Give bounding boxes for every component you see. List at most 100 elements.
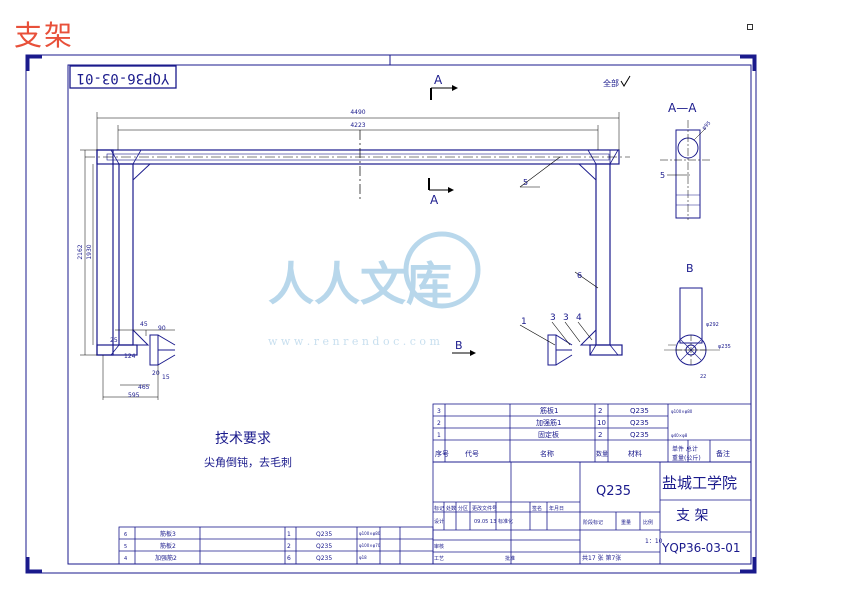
leader-lines xyxy=(519,156,599,346)
section-a-a-view xyxy=(660,120,712,220)
tb-std: 标准化 xyxy=(498,518,513,525)
dim-height-outer: 2162 xyxy=(77,244,84,259)
tb-sheets: 共17 张 第7张 xyxy=(582,554,621,562)
dimension-lines xyxy=(80,112,620,400)
tb-review: 审核 xyxy=(434,543,444,550)
tb-label-date: 年月日 xyxy=(549,505,564,512)
tb-approve: 批准 xyxy=(505,555,515,562)
bom-header-no: 序号 xyxy=(435,449,449,458)
title-school: 盐城工学院 xyxy=(662,474,737,492)
bom-header-remark: 备注 xyxy=(716,449,730,458)
tb-date-stamp: 09.05 13 xyxy=(474,519,496,525)
corner-marker xyxy=(747,24,753,30)
bom-upper-mat-1: Q235 xyxy=(630,407,649,415)
tb-process: 工艺 xyxy=(434,556,444,562)
title-part-name: 支 架 xyxy=(676,508,708,524)
bom-upper-name-3: 固定板 xyxy=(538,430,559,439)
tb-label-sign: 签名 xyxy=(532,505,542,512)
bom-upper-note-2: φ40×φ8 xyxy=(671,433,688,438)
dim-20: 20 xyxy=(152,370,160,377)
bom-lower-mat-3: Q235 xyxy=(316,555,332,562)
bom-upper-name-2: 加强筋1 xyxy=(536,418,561,427)
bom-upper-qty-2: 10 xyxy=(597,419,606,427)
balloon-5: 6 xyxy=(577,271,582,280)
watermark: 人人文库 w w w . r e n r e n d o c . c o m xyxy=(268,231,481,348)
drawing-code-rotated: YQP36-03-01 xyxy=(77,70,170,86)
bom-lower-no-1: 6 xyxy=(124,532,127,538)
bom-upper-table xyxy=(432,403,752,463)
bom-lower-note-2: φ100×φ70 xyxy=(359,543,381,548)
tb-stage-mark: 阶段标记 xyxy=(583,519,603,526)
tb-label-change: 更改文件号 xyxy=(472,505,497,512)
bom-lower-qty-2: 2 xyxy=(287,543,291,550)
bom-upper-no-1: 3 xyxy=(437,408,441,415)
section-marker-a-top: A xyxy=(434,73,443,87)
balloon-4: 4 xyxy=(576,313,582,323)
outer-frame xyxy=(25,54,757,574)
drawing-code-box xyxy=(69,65,177,89)
tb-label-count: 处数 xyxy=(446,505,456,512)
bom-lower-mat-2: Q235 xyxy=(316,543,332,550)
bom-header-code: 代号 xyxy=(465,449,479,458)
bom-header-qty: 数量 xyxy=(596,450,608,458)
balloon-3a: 3 xyxy=(550,313,556,323)
bom-upper-no-3: 1 xyxy=(437,432,441,439)
bom-header-name: 名称 xyxy=(540,449,554,458)
dim-15: 15 xyxy=(162,374,170,381)
bom-upper-qty-3: 2 xyxy=(598,431,602,439)
tb-scale: 1：10 xyxy=(645,538,663,545)
dim-phi95: φ95 xyxy=(701,120,712,131)
tb-weight: 重量 xyxy=(621,519,631,526)
main-frame-view xyxy=(85,130,630,366)
bom-upper-note-1: φ100×φ80 xyxy=(671,409,693,414)
bom-lower-note-1: φ100×φ80 xyxy=(359,531,381,536)
dim-25: 25 xyxy=(110,337,118,344)
bom-header-weight: 单件 总计 xyxy=(672,445,698,453)
bom-lower-qty-3: 6 xyxy=(287,555,291,562)
watermark-url: w w w . r e n r e n d o c . c o m xyxy=(268,335,440,348)
tb-design: 设计 xyxy=(434,518,444,525)
dim-124: 124 xyxy=(124,353,136,360)
section-marker-a-bottom: A xyxy=(430,193,439,207)
tb-label-zone: 分区 xyxy=(458,505,468,512)
bom-upper-no-2: 2 xyxy=(437,420,441,427)
bom-lower-qty-1: 1 xyxy=(287,531,291,538)
page-title: 支架 xyxy=(14,19,75,52)
tech-req-title: 技术要求 xyxy=(215,431,271,447)
title-drawing-no: YQP36-03-01 xyxy=(661,541,740,555)
bom-lower-table xyxy=(118,526,434,565)
bom-header-material: 材料 xyxy=(628,449,642,458)
bom-header-weight-sub: 重量(公斤) xyxy=(672,454,701,462)
watermark-text: 人人文库 xyxy=(268,257,452,311)
bom-lower-name-2: 筋板2 xyxy=(160,542,176,550)
title-material: Q235 xyxy=(596,484,631,499)
b-marker-letter: B xyxy=(455,339,463,352)
section-view-title: A—A xyxy=(668,101,697,115)
balloon-3b: 3 xyxy=(563,313,569,323)
dim-595: 595 xyxy=(128,392,140,399)
dim-overall-length: 4490 xyxy=(350,109,365,116)
detail-b-view xyxy=(664,287,720,366)
frame-corner-marks xyxy=(26,55,756,573)
detail-view-title: B xyxy=(686,262,694,275)
dim-45: 45 xyxy=(140,321,148,328)
bom-lower-no-2: 5 xyxy=(124,544,127,550)
bom-lower-note-3: φ18 xyxy=(359,555,367,560)
tb-label-mark: 标记 xyxy=(434,505,444,512)
surface-mark: 全部 xyxy=(603,78,619,88)
tb-scale-label: 比例 xyxy=(643,519,653,526)
balloon-6: 5 xyxy=(523,178,528,187)
dim-inner-length: 4223 xyxy=(350,122,365,129)
dim-height-inner: 1930 xyxy=(86,244,93,259)
bom-lower-name-3: 加强筋2 xyxy=(155,554,177,562)
bom-upper-qty-1: 2 xyxy=(598,407,602,415)
bom-lower-mat-1: Q235 xyxy=(316,531,332,538)
dim-22: 22 xyxy=(700,374,706,380)
title-block xyxy=(432,461,752,565)
balloon-1: 1 xyxy=(521,317,527,327)
dim-phi235: φ235 xyxy=(718,344,731,350)
tech-req-text: 尖角倒钝，去毛刺 xyxy=(204,455,292,469)
dim-90: 90 xyxy=(158,325,166,332)
dim-phi292: φ292 xyxy=(706,322,719,328)
